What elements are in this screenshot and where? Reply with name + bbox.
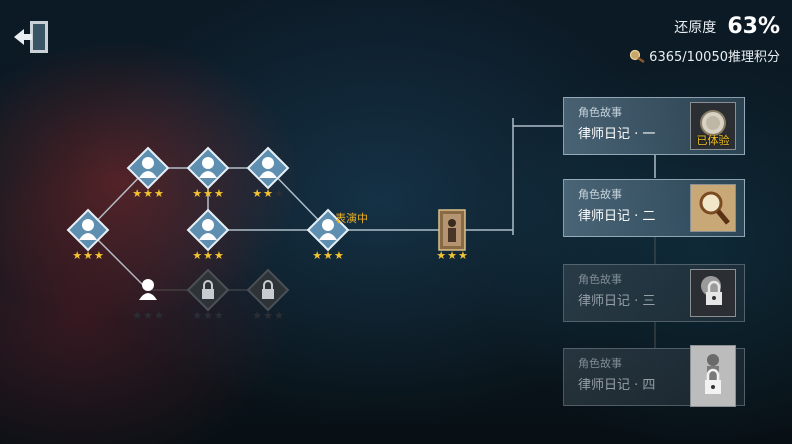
deduction-node[interactable]: ★★★ bbox=[126, 146, 170, 199]
node-stars: ★★★ bbox=[192, 188, 224, 199]
node-stars: ★★★ bbox=[192, 250, 224, 261]
star-icon: ★ bbox=[436, 249, 447, 262]
restore-degree: 还原度 63% bbox=[674, 14, 780, 39]
deduction-points: 6365/10050推理积分 bbox=[629, 46, 780, 65]
lock-icon bbox=[701, 276, 722, 305]
star-icon: ★ bbox=[252, 187, 263, 200]
silhouette-icon bbox=[186, 208, 230, 252]
node-stars: ★★★ bbox=[72, 250, 104, 261]
lock-icon bbox=[705, 354, 721, 394]
story-card-1[interactable]: 角色故事 律师日记 · 一 已体验 bbox=[563, 97, 745, 155]
silhouette-icon bbox=[246, 146, 290, 190]
star-icon: ★ bbox=[132, 309, 143, 322]
deduction-node[interactable]: ★★★ bbox=[186, 208, 230, 261]
star-icon: ★ bbox=[192, 187, 203, 200]
character-card-node[interactable]: ★★★ bbox=[430, 208, 474, 261]
node-stars: ★★★ bbox=[252, 310, 284, 321]
star-icon: ★ bbox=[323, 249, 333, 262]
star-icon: ★ bbox=[153, 309, 164, 322]
deduction-node[interactable]: ★★★ bbox=[126, 268, 170, 321]
star-icon: ★ bbox=[72, 249, 83, 262]
restore-value: 63% bbox=[727, 14, 780, 39]
node-stars: ★★★ bbox=[132, 310, 164, 321]
star-icon: ★ bbox=[457, 249, 468, 262]
star-icon: ★ bbox=[263, 187, 273, 200]
story-name: 律师日记 · 一 bbox=[578, 127, 656, 142]
star-icon: ★ bbox=[203, 309, 213, 322]
node-stars: ★★★ bbox=[192, 310, 224, 321]
star-icon: ★ bbox=[143, 187, 153, 200]
star-icon: ★ bbox=[273, 309, 284, 322]
lock-icon bbox=[246, 268, 290, 312]
story-kind: 角色故事 bbox=[578, 188, 622, 201]
node-status-label: 表演中 bbox=[335, 212, 368, 225]
star-icon: ★ bbox=[213, 249, 224, 262]
star-icon: ★ bbox=[252, 309, 263, 322]
pocket-watch-icon bbox=[700, 110, 726, 136]
story-kind: 角色故事 bbox=[578, 357, 622, 370]
deduction-node[interactable]: ★★★ bbox=[306, 208, 350, 261]
story-kind: 角色故事 bbox=[578, 273, 622, 286]
story-name: 律师日记 · 三 bbox=[578, 294, 656, 309]
star-icon: ★ bbox=[203, 187, 213, 200]
restore-label: 还原度 bbox=[674, 19, 717, 36]
silhouette-icon bbox=[139, 279, 157, 300]
node-stars: ★★★ bbox=[132, 188, 164, 199]
node-stars: ★★★ bbox=[252, 188, 284, 199]
card-node-stars: ★★★ bbox=[436, 250, 468, 261]
star-icon: ★ bbox=[312, 249, 323, 262]
silhouette-icon bbox=[126, 146, 170, 190]
star-icon: ★ bbox=[333, 249, 344, 262]
star-icon: ★ bbox=[132, 187, 143, 200]
deduction-node[interactable]: ★★★ bbox=[246, 146, 290, 199]
star-icon: ★ bbox=[83, 249, 93, 262]
story-kind: 角色故事 bbox=[578, 106, 622, 119]
locked-deduction-node[interactable]: ★★★ bbox=[186, 268, 230, 321]
story-thumbnail bbox=[690, 269, 736, 317]
lock-icon bbox=[186, 268, 230, 312]
deduction-node[interactable]: ★★★ bbox=[66, 208, 110, 261]
star-icon: ★ bbox=[447, 249, 457, 262]
deduction-node[interactable]: ★★★ bbox=[186, 146, 230, 199]
magnifier-icon bbox=[699, 191, 730, 225]
magnifier-icon bbox=[630, 49, 645, 63]
star-icon: ★ bbox=[143, 309, 153, 322]
star-icon: ★ bbox=[263, 309, 273, 322]
star-icon: ★ bbox=[213, 187, 224, 200]
star-icon: ★ bbox=[93, 249, 104, 262]
star-icon: ★ bbox=[192, 309, 203, 322]
story-thumbnail bbox=[690, 345, 736, 407]
story-card-2[interactable]: 角色故事 律师日记 · 二 bbox=[563, 179, 745, 237]
story-name: 律师日记 · 二 bbox=[578, 209, 656, 224]
story-status: 已体验 bbox=[696, 134, 730, 147]
star-icon: ★ bbox=[192, 249, 203, 262]
story-card-4[interactable]: 角色故事 律师日记 · 四 bbox=[563, 345, 745, 407]
card-node-frame bbox=[438, 209, 466, 251]
locked-deduction-node[interactable]: ★★★ bbox=[246, 268, 290, 321]
star-icon: ★ bbox=[153, 187, 164, 200]
silhouette-icon bbox=[186, 146, 230, 190]
star-icon: ★ bbox=[203, 249, 213, 262]
points-text: 6365/10050推理积分 bbox=[649, 50, 780, 65]
story-thumbnail: 已体验 bbox=[690, 102, 736, 150]
story-name: 律师日记 · 四 bbox=[578, 378, 656, 393]
silhouette-icon bbox=[306, 208, 350, 252]
story-card-3[interactable]: 角色故事 律师日记 · 三 bbox=[563, 264, 745, 322]
exit-door-icon[interactable] bbox=[10, 18, 52, 56]
story-thumbnail bbox=[690, 184, 736, 232]
node-stars: ★★★ bbox=[312, 250, 344, 261]
star-icon: ★ bbox=[213, 309, 224, 322]
star-icon: ★ bbox=[273, 187, 284, 200]
silhouette-icon bbox=[66, 208, 110, 252]
